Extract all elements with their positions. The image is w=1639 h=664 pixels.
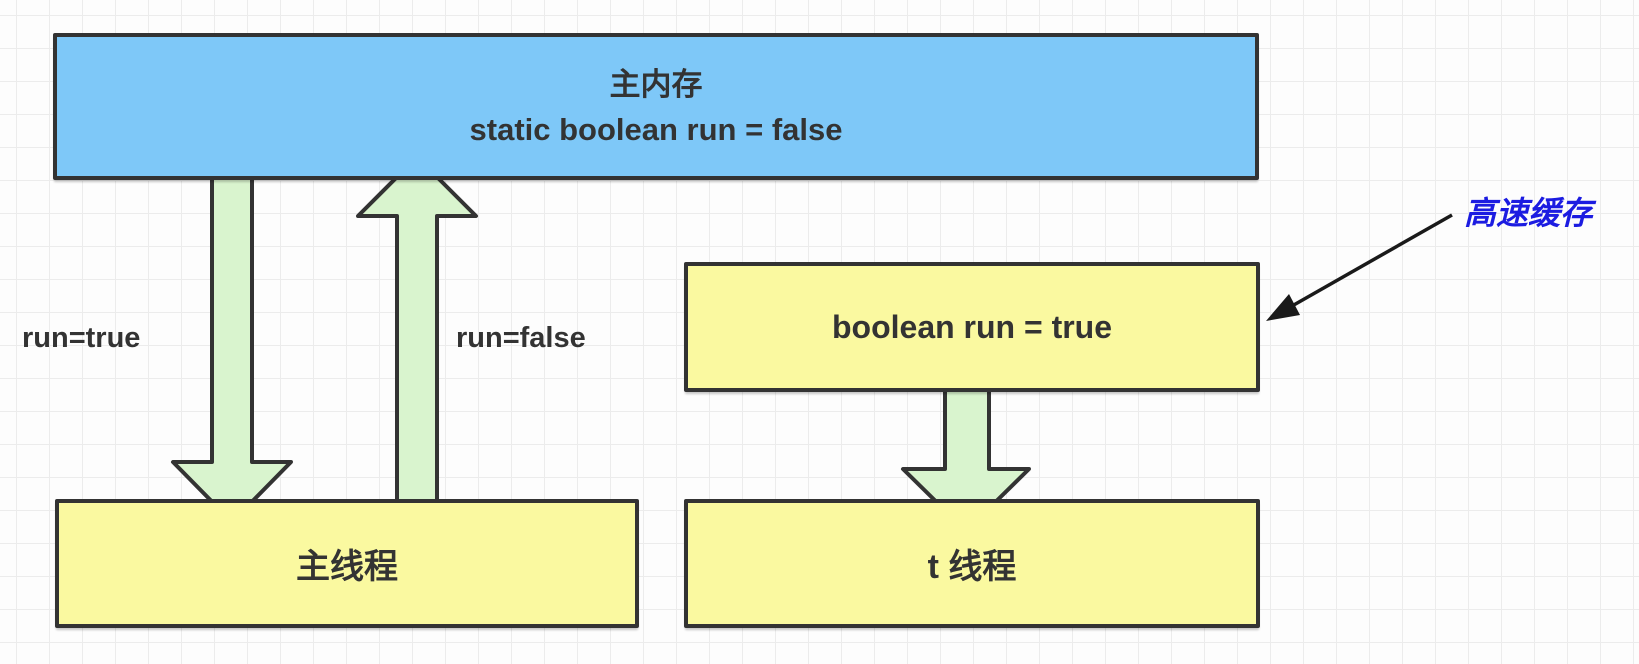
main-memory-title: 主内存 bbox=[609, 66, 703, 102]
node-main-thread: 主线程 bbox=[55, 499, 639, 628]
node-t-thread: t 线程 bbox=[684, 499, 1260, 628]
up-arrow-icon bbox=[356, 155, 478, 504]
main-memory-code: static boolean run = false bbox=[469, 111, 843, 147]
cache-pointer-arrowhead-icon bbox=[1266, 294, 1300, 321]
down-arrow-icon bbox=[171, 169, 293, 524]
node-cache-value: boolean run = true bbox=[684, 262, 1260, 392]
edge-label-run-true: run=true bbox=[22, 322, 141, 354]
cache-annotation-label: 高速缓存 bbox=[1464, 195, 1593, 231]
node-main-memory: 主内存 static boolean run = false bbox=[53, 33, 1259, 180]
edge-label-run-false: run=false bbox=[456, 322, 586, 354]
cache-pointer-line bbox=[1291, 213, 1453, 308]
